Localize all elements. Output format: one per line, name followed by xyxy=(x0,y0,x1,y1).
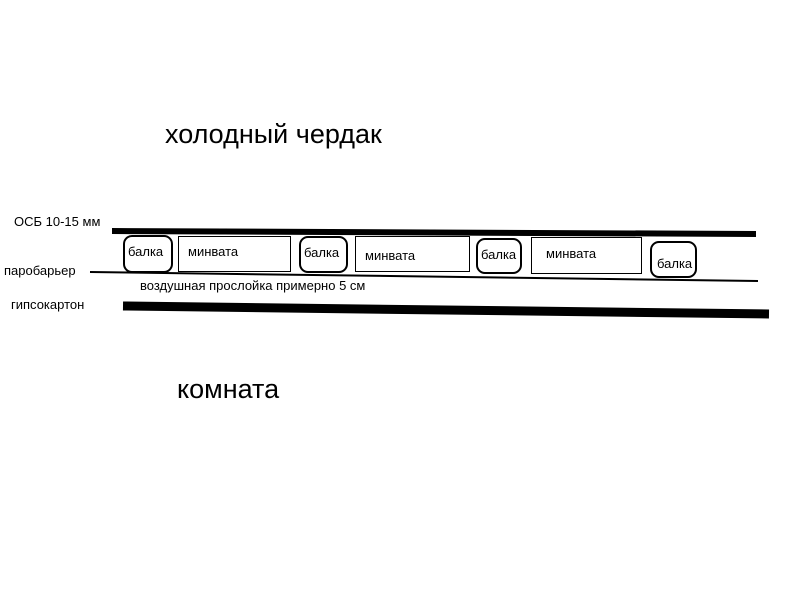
insulation-label: минвата xyxy=(365,248,416,263)
room-label: комната xyxy=(177,374,280,404)
insulation-block: минвата xyxy=(355,236,470,272)
vapor-barrier-label: паробарьер xyxy=(4,263,76,278)
beam-label: балка xyxy=(304,245,340,260)
beam: балка xyxy=(123,235,173,273)
beam-label: балка xyxy=(128,244,164,259)
beam-label: балка xyxy=(481,247,517,262)
air-gap-label: воздушная прослойка примерно 5 см xyxy=(140,278,366,293)
beam: балка xyxy=(299,236,348,273)
osb-layer-line xyxy=(111,228,757,237)
insulation-block: минвата xyxy=(178,236,291,272)
insulation-label: минвата xyxy=(546,246,597,261)
beam-label: балка xyxy=(657,256,693,271)
insulation-label: минвата xyxy=(188,244,239,259)
osb-label: ОСБ 10-15 мм xyxy=(14,214,101,229)
drywall-label: гипсокартон xyxy=(11,297,85,312)
beam: балка xyxy=(476,238,522,274)
drywall-layer-line xyxy=(122,301,770,319)
cold-attic-label: холодный чердак xyxy=(165,119,382,149)
insulation-block: минвата xyxy=(531,237,642,274)
vapor-barrier-line xyxy=(89,271,759,282)
beam: балка xyxy=(650,241,697,278)
